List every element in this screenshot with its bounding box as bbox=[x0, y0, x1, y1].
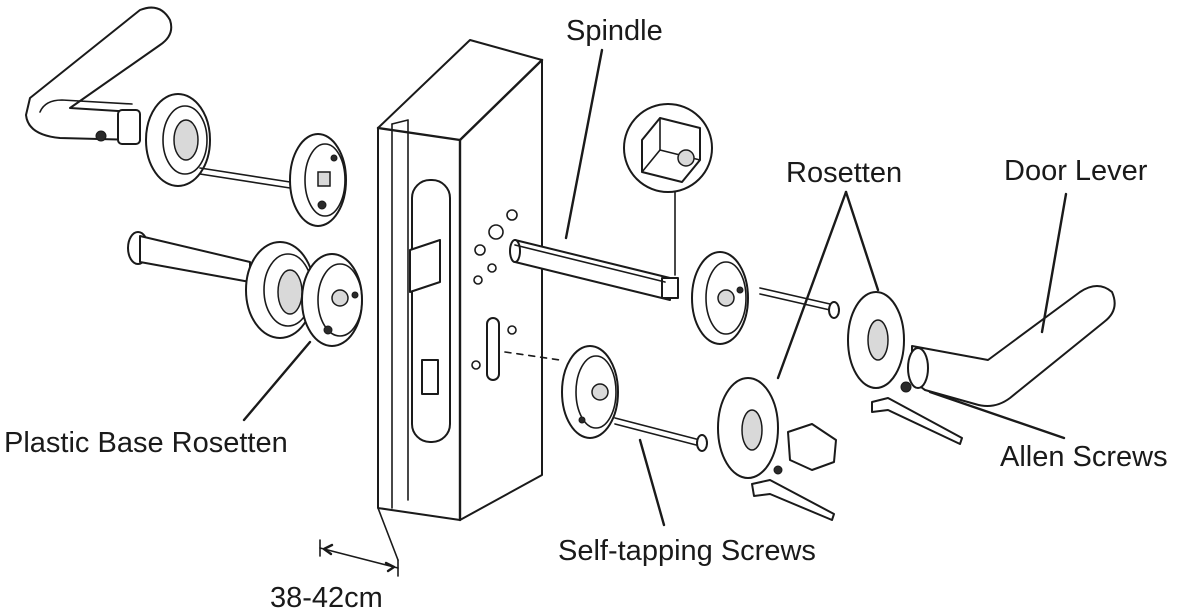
right-lower-screw bbox=[614, 417, 708, 452]
spindle bbox=[509, 239, 679, 301]
right-door-lever bbox=[900, 285, 1116, 407]
label-door-lever: Door Lever bbox=[1004, 155, 1148, 187]
left-door-lever bbox=[25, 6, 173, 145]
thumb-turn-knob bbox=[773, 423, 837, 475]
door-slab bbox=[376, 39, 544, 522]
alignment-guide bbox=[504, 351, 561, 361]
left-upper-plastic-base bbox=[289, 133, 347, 227]
spindle-detail-callout bbox=[623, 103, 713, 276]
allen-key-bottom bbox=[751, 479, 835, 521]
right-upper-screw bbox=[759, 287, 840, 319]
left-lower-plastic-base bbox=[301, 253, 363, 347]
left-upper-rosette-cover bbox=[145, 93, 211, 187]
right-upper-rosette-cover bbox=[847, 291, 905, 389]
label-dimension: 38-42cm bbox=[270, 582, 383, 612]
allen-key-right bbox=[871, 397, 963, 445]
door-thickness-dimension bbox=[319, 507, 399, 577]
right-upper-plastic-base bbox=[691, 251, 749, 345]
label-self-tapping-screws: Self-tapping Screws bbox=[558, 535, 816, 567]
leader-lines bbox=[242, 48, 1068, 527]
mortise-lock bbox=[409, 179, 451, 443]
label-allen-screws: Allen Screws bbox=[1000, 441, 1168, 473]
left-thumb-turn bbox=[127, 231, 251, 283]
label-spindle: Spindle bbox=[566, 15, 663, 47]
label-rosetten: Rosetten bbox=[786, 157, 902, 189]
door-holes bbox=[471, 209, 518, 381]
label-plastic-base-rosetten: Plastic Base Rosetten bbox=[4, 427, 288, 459]
left-upper-screw bbox=[199, 167, 291, 189]
right-lower-rosette-cover bbox=[717, 377, 779, 479]
right-lower-plastic-base bbox=[561, 345, 619, 439]
